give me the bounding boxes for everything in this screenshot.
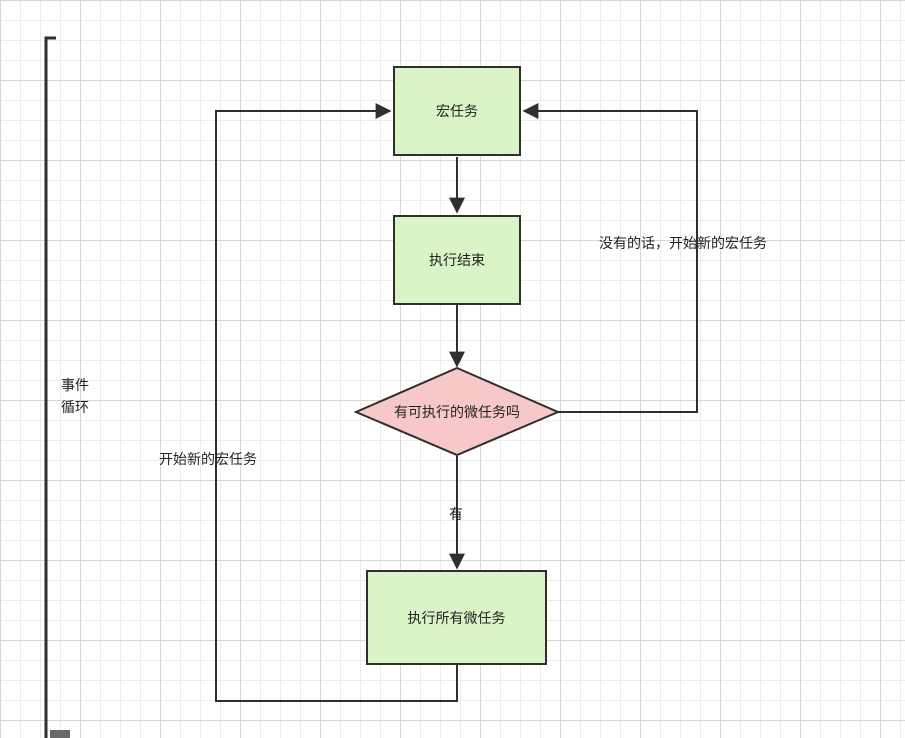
event-loop-label-line1: 事件 bbox=[61, 378, 89, 394]
bracket-end-marker bbox=[50, 730, 70, 738]
exec-end-label: 执行结束 bbox=[429, 253, 485, 269]
event-loop-label-line2: 循环 bbox=[61, 400, 89, 416]
loop-back-label: 开始新的宏任务 bbox=[159, 452, 257, 468]
macro-task-label: 宏任务 bbox=[436, 104, 478, 120]
no-branch-label: 没有的话，开始新的宏任务 bbox=[599, 236, 767, 252]
macro-task-node: 宏任务 bbox=[393, 66, 521, 156]
exec-end-node: 执行结束 bbox=[393, 215, 521, 305]
exec-all-micro-label: 执行所有微任务 bbox=[407, 610, 506, 627]
arrow-no-to-macro bbox=[522, 103, 698, 413]
arrow-micro-to-macro bbox=[215, 103, 458, 702]
exec-all-micro-node: 执行所有微任务 bbox=[366, 570, 547, 665]
yes-branch-label: 有 bbox=[449, 507, 463, 523]
event-loop-bracket bbox=[44, 36, 56, 738]
decision-label: 有可执行的微任务吗 bbox=[394, 405, 520, 421]
decision-diamond bbox=[353, 366, 561, 457]
